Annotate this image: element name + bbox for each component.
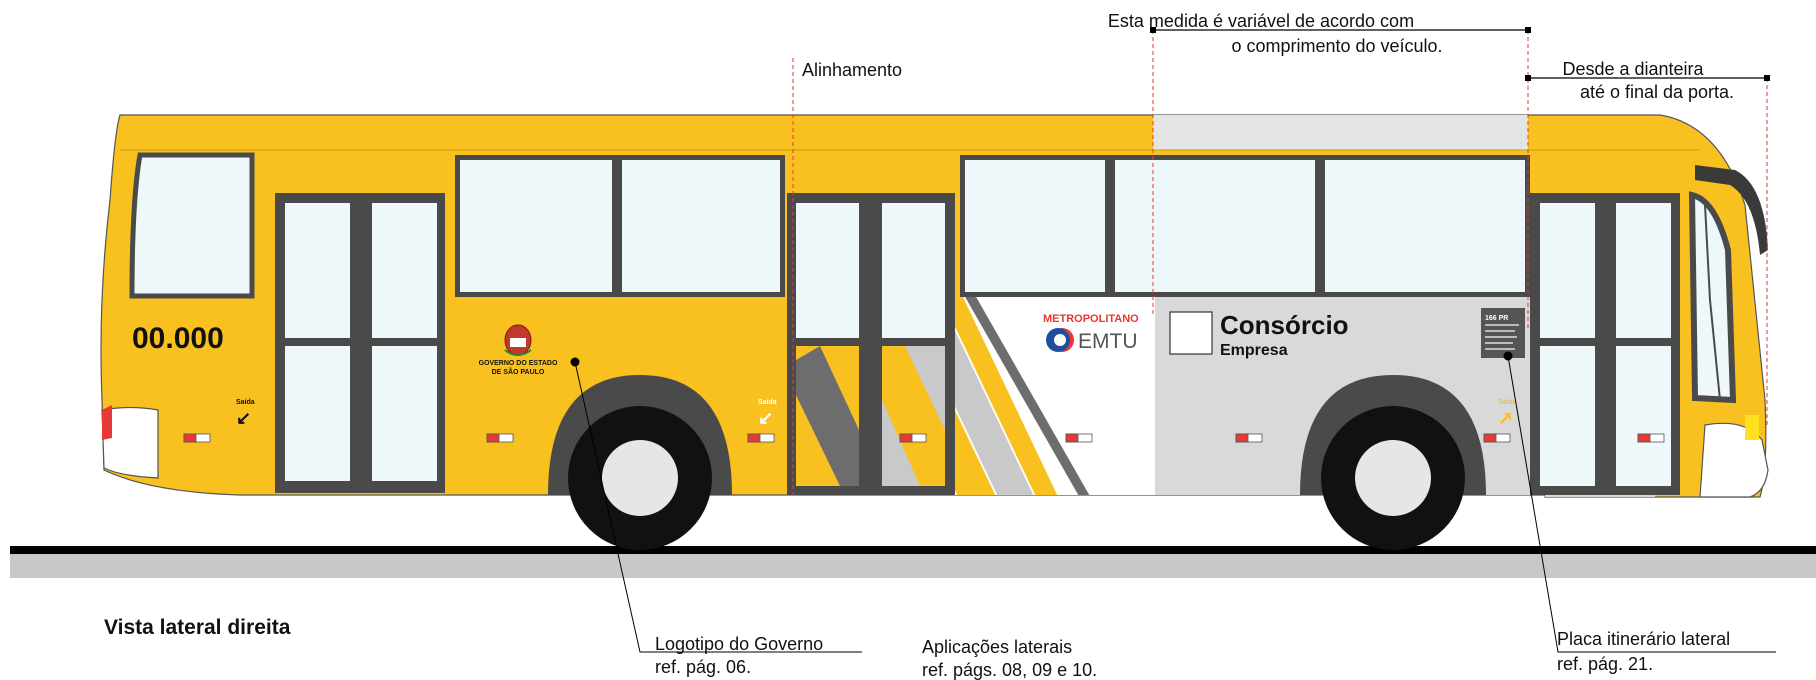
marker-lights <box>183 433 1665 443</box>
route-plate-number: 166 PR <box>1485 315 1508 322</box>
rear-bumper <box>101 406 159 479</box>
gov-logo-note-line-1: Logotipo do Governo <box>655 634 823 654</box>
side-applications-note-line-2: ref. págs. 08, 09 e 10. <box>922 660 1097 680</box>
middle-door <box>787 193 955 495</box>
leader-lines <box>570 351 1776 653</box>
front-door <box>1530 193 1680 495</box>
gov-emblem-line-1: GOVERNO DO ESTADO <box>479 360 558 367</box>
view-title: Vista lateral direita <box>104 616 291 639</box>
rear-wheel <box>548 375 732 550</box>
side-mirror <box>1695 165 1768 255</box>
alignment-label: Alinhamento <box>802 60 902 80</box>
measure-variable-line-2: o comprimento do veículo. <box>1231 36 1442 56</box>
windshield <box>1688 191 1737 404</box>
exit-label-middle: Saída <box>758 399 777 406</box>
route-plate-note-line-1: Placa itinerário lateral <box>1557 629 1730 649</box>
rear-window <box>129 152 255 299</box>
route-plate: 166 PR <box>1481 308 1525 358</box>
side-applications-note-line-1: Aplicações laterais <box>922 637 1072 657</box>
government-emblem: GOVERNO DO ESTADO DE SÃO PAULO <box>479 324 558 376</box>
front-to-door-line-2: até o final da porta. <box>1580 82 1734 102</box>
livery-stripe-5 <box>964 295 1095 497</box>
emtu-label: EMTU <box>1078 330 1138 353</box>
route-plate-note-line-2: ref. pág. 21. <box>1557 654 1653 674</box>
exit-label-rear: Saída <box>236 399 255 406</box>
company-label: Empresa <box>1220 342 1288 359</box>
ground-line <box>10 546 1816 554</box>
exit-label-front: Saída <box>1498 399 1517 406</box>
fleet-number: 00.000 <box>132 322 224 355</box>
window-row-left <box>455 155 785 297</box>
front-to-door-line-1: Desde a dianteira <box>1562 59 1704 79</box>
metropolitano-label: METROPOLITANO <box>1043 313 1139 325</box>
exit-arrow-icon-rear: ↙ <box>236 408 251 428</box>
front-bumper <box>1699 422 1769 498</box>
gov-emblem-line-2: DE SÃO PAULO <box>492 367 545 376</box>
measure-variable-line-1: Esta medida é variável de acordo com <box>1108 11 1414 31</box>
variable-length-band <box>1153 115 1528 150</box>
measure-bar-variable <box>1150 27 1531 33</box>
headlight <box>1745 415 1759 440</box>
company-logo-placeholder <box>1169 311 1213 355</box>
front-wheel <box>1300 375 1486 550</box>
consortium-label: Consórcio <box>1220 310 1349 340</box>
ground-band <box>10 552 1816 578</box>
rear-door <box>275 193 445 493</box>
exit-arrow-icon-front: ↗ <box>1498 408 1513 428</box>
rear-light <box>102 405 112 440</box>
livery-stripe-4 <box>940 295 1062 497</box>
measure-bar-front <box>1525 75 1770 81</box>
window-row-right <box>960 155 1530 297</box>
gov-logo-note-line-2: ref. pág. 06. <box>655 657 751 677</box>
emtu-logo-icon <box>1046 328 1074 352</box>
exit-arrow-icon-middle: ↙ <box>758 408 773 428</box>
